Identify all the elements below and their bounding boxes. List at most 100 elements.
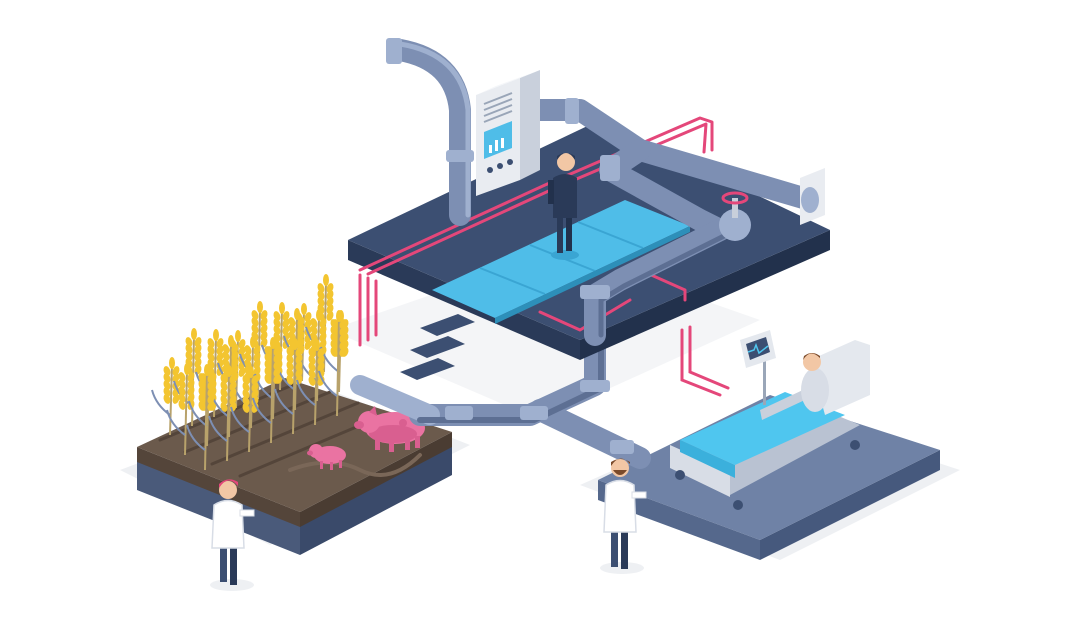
cabinet-top (476, 70, 540, 95)
top-cable-3 (538, 298, 632, 332)
patient-hair (803, 353, 820, 360)
stripe-2 (410, 336, 465, 358)
pipe-horizontal-top (519, 99, 821, 211)
pipe-joint-3 (445, 406, 473, 420)
pipe-cap-top (386, 38, 402, 64)
pig-small-leg-2 (330, 462, 333, 470)
pipe-top-arch-shade (397, 41, 471, 218)
bed-wheel-3 (850, 440, 860, 450)
wheat-stalk (186, 364, 215, 471)
pipe-main-down-shade (417, 327, 604, 423)
pipe-top-arch (389, 39, 471, 226)
pig-large-leg-4 (415, 436, 420, 448)
hanging-stripes (400, 314, 475, 380)
pipe-joint-2 (520, 406, 548, 420)
doctor-farm (210, 479, 255, 591)
conveyor-rail (495, 226, 690, 324)
farm-platform (137, 378, 452, 555)
pipe-joint-c (600, 155, 620, 181)
worker-top-shadow (551, 250, 579, 260)
cable-right-1 (680, 328, 722, 397)
worker-top (548, 153, 579, 260)
bed-wheel-2 (733, 500, 743, 510)
monitor-heartbeat (747, 342, 769, 355)
doctor-center-leg-right (621, 525, 628, 569)
top-cable-1 (358, 116, 714, 272)
bed-frame-side (670, 445, 730, 497)
pipe-joints-upper (386, 38, 620, 299)
wheat-stalk (305, 274, 334, 373)
cabinet-buttons (487, 159, 513, 173)
farm-soil-side-right (300, 432, 452, 527)
pig-large-head (358, 411, 380, 433)
valve-body (719, 209, 751, 241)
valve-handle (721, 191, 749, 205)
doctor-farm-head (219, 481, 237, 499)
valve-stem (732, 198, 738, 218)
worker-top-arm (548, 180, 554, 204)
bed-wheels (675, 440, 860, 510)
cabinet-screen-bars (489, 138, 504, 153)
pipe-joint-1 (580, 380, 610, 392)
monitor-pole (763, 355, 766, 405)
worker-top-torso (553, 174, 577, 218)
pig-small-snout (307, 450, 313, 456)
patient (801, 353, 829, 412)
wheat-stalk (274, 338, 303, 435)
pig-large-leg-1 (375, 438, 380, 450)
doctor-center-beard (613, 470, 627, 475)
bed-sheet (680, 392, 845, 465)
pipe-joint-4 (610, 440, 634, 454)
worker-top-head (557, 153, 575, 171)
doctor-center-coat (603, 479, 637, 533)
doctor-farm-leg-right (230, 540, 237, 585)
top-cable-4 (638, 268, 687, 302)
valve-wheel-icon (719, 191, 751, 241)
pig-large-leg-2 (389, 440, 394, 452)
pig-large-ear (369, 406, 377, 416)
doctor-center-leg-left (611, 525, 618, 567)
farm-side-right (300, 440, 452, 555)
wall-outlet-pipe-end (801, 187, 819, 213)
pig-large-leg-3 (405, 438, 410, 450)
stripe-3 (400, 358, 455, 380)
pipe-down-front-shade (598, 233, 727, 338)
hospital-side-left (598, 480, 760, 560)
pipe-joints-lower (445, 380, 634, 454)
wheat-stalk (296, 339, 325, 426)
farm-soil-side-left (137, 447, 300, 527)
wheat-stalk (166, 363, 195, 456)
wheat-stalk (252, 337, 281, 444)
worker-top-leg-right (566, 215, 572, 251)
wheat-stalk (318, 310, 347, 417)
patient-head (803, 353, 821, 371)
wheat-stalk (151, 357, 180, 436)
stripe-1 (420, 314, 475, 336)
doctor-farm-coat (211, 499, 245, 549)
cable-right-2 (688, 325, 730, 390)
patient-monitor (740, 330, 776, 405)
doctor-center-arm (631, 491, 647, 499)
doctor-farm-hair (219, 479, 238, 488)
pipe-joint-d (580, 285, 610, 299)
bed-wheel-1 (675, 470, 685, 480)
doctor-farm-arm (239, 509, 255, 517)
pig-small-head (309, 444, 323, 458)
pig-small-leg-3 (339, 460, 342, 468)
patient-body (801, 368, 829, 412)
pipe-joint-a (446, 150, 474, 162)
cabinet-side (520, 70, 540, 180)
doctor-center (600, 458, 647, 574)
hospital-side-right (760, 450, 940, 560)
bed-mattress-side (680, 440, 735, 478)
hanging-cables (358, 273, 730, 397)
control-cabinet-icon (476, 70, 540, 196)
worker-top-leg-left (557, 215, 563, 253)
cabinet-vents (483, 92, 513, 123)
pig-large-spot (399, 419, 407, 427)
doctor-farm-leg-left (220, 540, 227, 582)
pig-small (307, 444, 346, 470)
pig-large-snout (354, 421, 364, 429)
pig-small-leg-1 (320, 461, 323, 469)
